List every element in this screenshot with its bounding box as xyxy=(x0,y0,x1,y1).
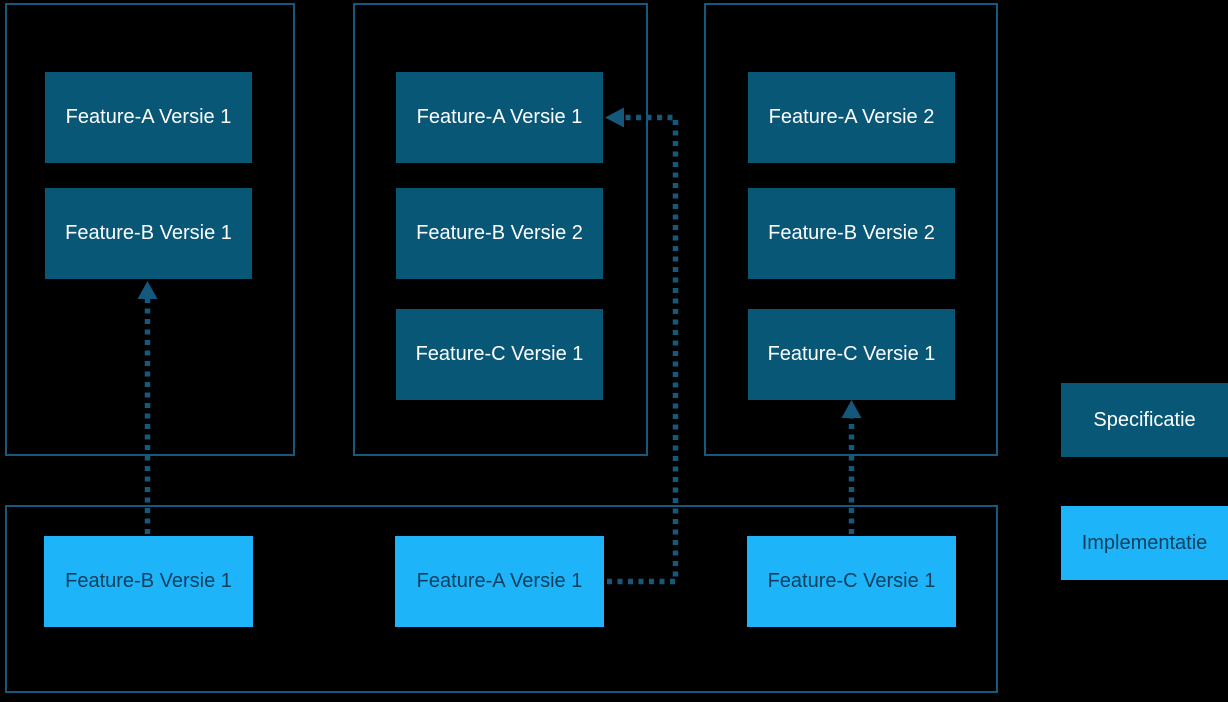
impl-box-feature-b-v1: Feature-B Versie 1 xyxy=(44,536,253,627)
spec-box-feature-a-v1-col1: Feature-A Versie 1 xyxy=(45,72,252,163)
spec-frame-2 xyxy=(353,3,648,456)
arrow-feature-c-head xyxy=(841,400,862,418)
spec-frame-3 xyxy=(704,3,998,456)
spec-box-feature-a-v1-col2: Feature-A Versie 1 xyxy=(396,72,603,163)
impl-box-feature-c-v1: Feature-C Versie 1 xyxy=(747,536,956,627)
spec-box-feature-c-v1-col2: Feature-C Versie 1 xyxy=(396,309,603,400)
spec-frame-1 xyxy=(5,3,295,456)
implementation-frame xyxy=(5,505,998,693)
arrow-feature-b-head xyxy=(137,281,158,299)
spec-box-feature-b-v2-col2: Feature-B Versie 2 xyxy=(396,188,603,279)
arrow-feature-a-head xyxy=(605,107,624,128)
spec-box-feature-c-v1-col3: Feature-C Versie 1 xyxy=(748,309,955,400)
impl-box-feature-a-v1: Feature-A Versie 1 xyxy=(395,536,604,627)
spec-box-feature-b-v1-col1: Feature-B Versie 1 xyxy=(45,188,252,279)
legend-implementation: Implementatie xyxy=(1061,506,1228,580)
arrow-feature-a-line xyxy=(607,114,679,585)
spec-box-feature-a-v2-col3: Feature-A Versie 2 xyxy=(748,72,955,163)
legend-specification: Specificatie xyxy=(1061,383,1228,457)
spec-box-feature-b-v2-col3: Feature-B Versie 2 xyxy=(748,188,955,279)
